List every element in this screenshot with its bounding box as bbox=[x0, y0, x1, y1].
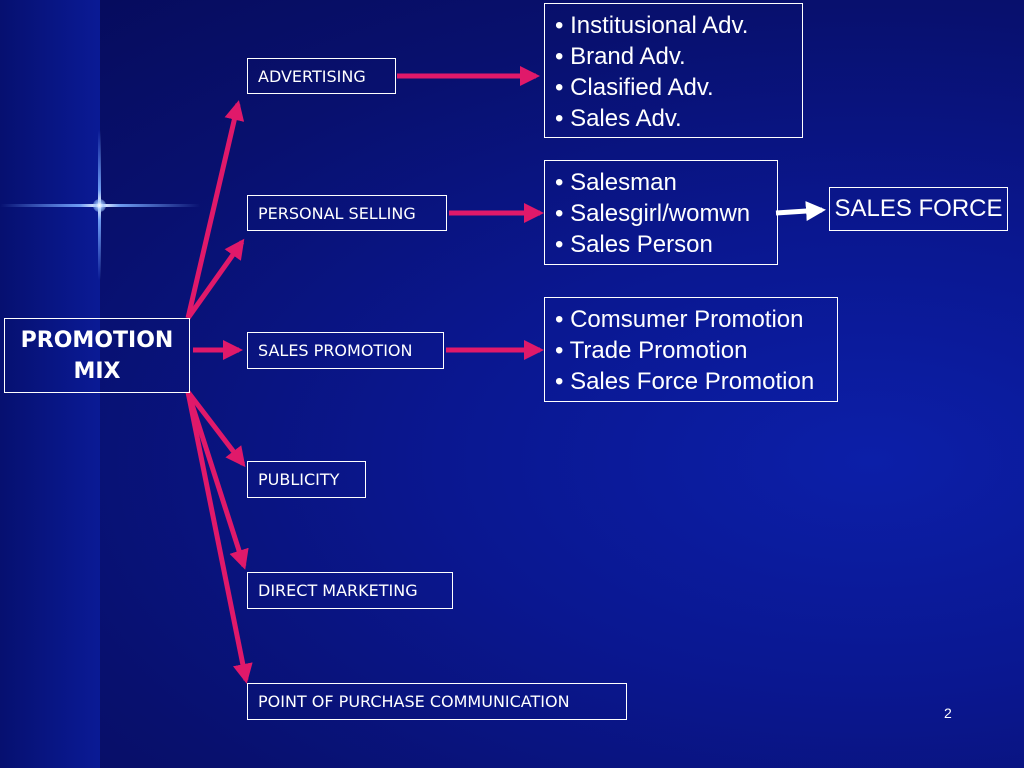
list-item: Comsumer Promotion bbox=[555, 304, 827, 335]
list-item: Sales Person bbox=[555, 229, 767, 260]
list-item: Institusional Adv. bbox=[555, 10, 792, 41]
pop-communication-label: POINT OF PURCHASE COMMUNICATION bbox=[258, 692, 570, 711]
advertising-box: ADVERTISING bbox=[247, 58, 396, 94]
personal-selling-box: PERSONAL SELLING bbox=[247, 195, 447, 231]
page-number: 2 bbox=[944, 705, 952, 721]
list-item: Trade Promotion bbox=[555, 335, 827, 366]
arrow-to-publicity bbox=[186, 390, 246, 468]
promotion-mix-box: PROMOTION MIX bbox=[4, 318, 190, 393]
direct-marketing-label: DIRECT MARKETING bbox=[258, 581, 418, 600]
list-item: Sales Adv. bbox=[555, 103, 792, 134]
sparkle-icon bbox=[93, 199, 106, 212]
sales-promotion-label: SALES PROMOTION bbox=[258, 341, 413, 360]
arrow-to-direct-marketing bbox=[185, 391, 249, 570]
sales-promotion-types-box: Comsumer Promotion Trade Promotion Sales… bbox=[544, 297, 838, 402]
sales-force-label: SALES FORCE bbox=[834, 195, 1003, 222]
pop-communication-box: POINT OF PURCHASE COMMUNICATION bbox=[247, 683, 627, 720]
arrow-to-personal-selling bbox=[185, 238, 245, 320]
promotion-mix-label-line2: MIX bbox=[73, 358, 121, 384]
publicity-label: PUBLICITY bbox=[258, 470, 340, 489]
advertising-label: ADVERTISING bbox=[258, 66, 366, 86]
promotion-mix-label-line1: PROMOTION bbox=[20, 327, 174, 353]
direct-marketing-box: DIRECT MARKETING bbox=[247, 572, 453, 609]
list-item: Salesgirl/womwn bbox=[555, 198, 767, 229]
list-item: Salesman bbox=[555, 167, 767, 198]
arrow-to-advertising bbox=[185, 100, 245, 319]
advertising-types-list: Institusional Adv. Brand Adv. Clasified … bbox=[555, 10, 792, 134]
personal-selling-types-list: Salesman Salesgirl/womwn Sales Person bbox=[555, 167, 767, 260]
advertising-types-box: Institusional Adv. Brand Adv. Clasified … bbox=[544, 3, 803, 138]
publicity-box: PUBLICITY bbox=[247, 461, 366, 498]
personal-selling-types-box: Salesman Salesgirl/womwn Sales Person bbox=[544, 160, 778, 265]
personal-selling-label: PERSONAL SELLING bbox=[258, 203, 416, 223]
arrow-to-sales-force bbox=[775, 201, 826, 222]
list-item: Sales Force Promotion bbox=[555, 366, 827, 397]
list-item: Clasified Adv. bbox=[555, 72, 792, 103]
list-item: Brand Adv. bbox=[555, 41, 792, 72]
sales-force-box: SALES FORCE bbox=[829, 187, 1008, 231]
sales-promotion-box: SALES PROMOTION bbox=[247, 332, 444, 369]
sales-promotion-types-list: Comsumer Promotion Trade Promotion Sales… bbox=[555, 304, 827, 397]
background-band bbox=[0, 0, 100, 768]
arrow-to-pop-communication bbox=[185, 391, 253, 684]
